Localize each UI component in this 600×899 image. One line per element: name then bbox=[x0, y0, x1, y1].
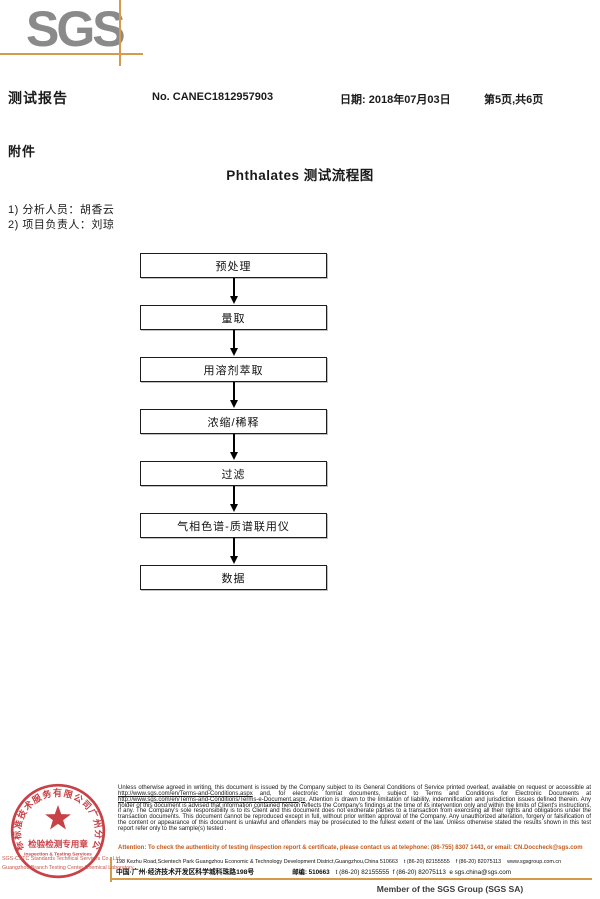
attention-note: Attention: To check the authenticity of … bbox=[118, 845, 583, 851]
lab-name-en: Guangzhou Branch Testing Center Chemical… bbox=[2, 864, 135, 871]
flow-step-pretreatment: 预处理 bbox=[140, 253, 327, 278]
down-arrow-icon bbox=[140, 278, 327, 305]
page-indicator: 第5页,共6页 bbox=[484, 94, 544, 106]
flow-step-measure: 量取 bbox=[140, 305, 327, 330]
legal-text-part3: . Attention is drawn to the limitation o… bbox=[118, 796, 591, 832]
down-arrow-icon bbox=[140, 486, 327, 513]
flow-step-data: 数据 bbox=[140, 565, 327, 590]
attachment-label: 附件 bbox=[8, 144, 37, 159]
down-arrow-icon bbox=[140, 538, 327, 565]
legal-disclaimer: Unless otherwise agreed in writing, this… bbox=[118, 785, 591, 833]
report-number: No. CANEC1812957903 bbox=[152, 91, 274, 103]
logo-crosshair-horizontal-line bbox=[0, 53, 143, 55]
member-line: Member of the SGS Group (SGS SA) bbox=[376, 884, 524, 894]
footer-vertical-rule bbox=[110, 857, 112, 882]
contact-numbers: t (86-20) 82155555 f (86-20) 82075113 e … bbox=[335, 869, 512, 876]
project-leader-note: 2) 项目负责人：刘琼 bbox=[8, 219, 115, 231]
stamp-circle bbox=[10, 783, 106, 879]
company-name-en: SGS-CSTC Standards Technical Services Co… bbox=[2, 856, 122, 862]
flow-step-concentrate-dilute: 浓缩/稀释 bbox=[140, 409, 327, 434]
address-chinese-text: 中国·广州·经济技术开发区科学城科珠路198号 bbox=[116, 869, 255, 876]
terms-conditions-link[interactable]: http://www.sgs.com/en/Terms-and-Conditio… bbox=[118, 790, 253, 797]
address-english: 198 Kezhu Road,Scientech Park Guangzhou … bbox=[116, 859, 562, 865]
logo-crosshair-vertical-line bbox=[119, 0, 121, 66]
down-arrow-icon bbox=[140, 434, 327, 461]
stamp-star-icon bbox=[45, 804, 71, 830]
stamp-center-text: 检验检测专用章 bbox=[28, 838, 88, 849]
legal-text-part2: and, for electronic format documents, su… bbox=[252, 790, 591, 797]
legal-text-part1: Unless otherwise agreed in writing, this… bbox=[118, 785, 591, 791]
flowchart: 预处理 量取 用溶剂萃取 浓缩/稀释 过滤 气相色谱-质谱联用仪 数据 bbox=[140, 253, 327, 590]
company-name-lines: SGS-CSTC Standards Technical Services Co… bbox=[2, 855, 135, 872]
down-arrow-icon bbox=[140, 382, 327, 409]
flow-step-solvent-extraction: 用溶剂萃取 bbox=[140, 357, 327, 382]
down-arrow-icon bbox=[140, 330, 327, 357]
terms-e-document-link[interactable]: http://www.sgs.com/en/Terms-and-Conditio… bbox=[118, 796, 306, 803]
flow-step-filter: 过滤 bbox=[140, 461, 327, 486]
report-title: 测试报告 bbox=[8, 90, 68, 106]
inspection-stamp-icon: 通标标准技术服务有限公司广州分公司 检验检测专用章 Inspection & T… bbox=[8, 781, 106, 879]
analyst-note: 1) 分析人员：胡香云 bbox=[8, 204, 115, 216]
address-chinese: 中国·广州·经济技术开发区科学城科珠路198号 邮编: 510663 t (86… bbox=[116, 866, 596, 876]
postcode: 邮编: 510663 bbox=[292, 869, 330, 876]
report-date: 日期: 2018年07月03日 bbox=[340, 94, 451, 106]
sgs-logo: SGS bbox=[26, 1, 126, 57]
stamp-subtext: Inspection & Testing Services bbox=[24, 851, 92, 857]
flowchart-title: Phthalates 测试流程图 bbox=[226, 168, 374, 183]
flow-step-gcms: 气相色谱-质谱联用仪 bbox=[140, 513, 327, 538]
footer-horizontal-rule bbox=[110, 878, 592, 880]
